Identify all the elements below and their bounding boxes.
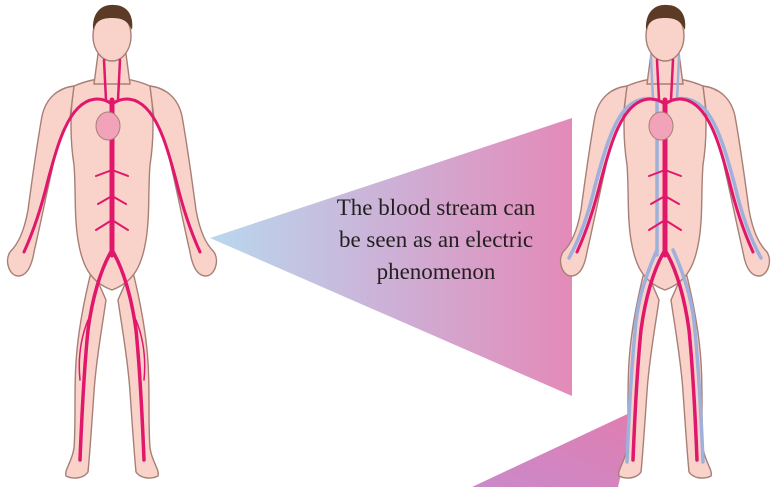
arterial-venous-system-figure (561, 5, 770, 478)
light-beam-secondary (472, 410, 636, 487)
caption-line-3: phenomenon (298, 256, 574, 288)
caption-line-1: The blood stream can (298, 192, 574, 224)
diagram-caption: The blood stream can be seen as an elect… (298, 192, 574, 288)
arterial-system-figure (8, 5, 217, 478)
caption-line-2: be seen as an electric (298, 224, 574, 256)
